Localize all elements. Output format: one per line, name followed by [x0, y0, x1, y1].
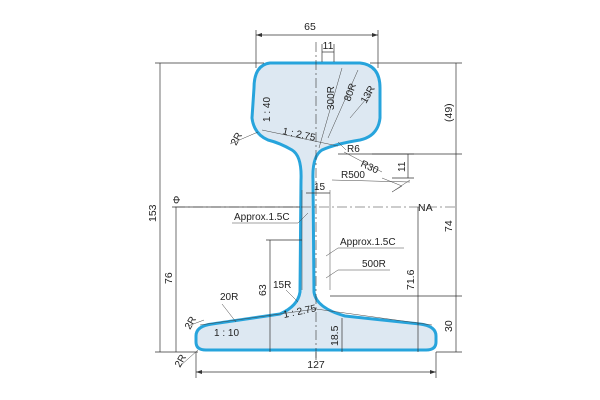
base-height-label: 30 — [443, 320, 455, 332]
base-corner-upper-leader — [187, 319, 205, 327]
r500-break-mark — [381, 177, 411, 193]
radius-300r-label: 300R — [326, 86, 337, 110]
radius-13r-leader — [349, 91, 373, 119]
height-71-6-label: 71.6 — [405, 269, 417, 290]
base-fillet-20r-leader — [221, 303, 237, 323]
base-corner-lower-label: 2R — [173, 353, 189, 370]
base-fillet-20r-label: 20R — [220, 292, 238, 303]
approx-lower-label: Approx.1.5C — [340, 237, 396, 248]
radius-80r-leader — [327, 69, 359, 139]
head-height-label: (49) — [443, 103, 455, 122]
neutral-axis-symbol: Φ — [171, 196, 183, 204]
approx-lower-leader — [325, 247, 339, 257]
head-corner-leader — [229, 131, 259, 145]
fillet-r6-label: R6 — [347, 144, 360, 155]
approx-upper-label: Approx.1.5C — [234, 212, 290, 223]
base-slope-line-right — [315, 308, 433, 326]
web-height-label: 74 — [443, 220, 455, 232]
base-slope-label: 1 : 10 — [214, 328, 239, 339]
head-width-label: 65 — [304, 21, 316, 33]
total-height-label: 153 — [147, 204, 159, 222]
base-to-na-label: 76 — [163, 272, 175, 284]
arrow-head-width-left — [256, 33, 262, 37]
r6-leader — [337, 141, 347, 151]
head-corner-radius-label: 2R — [229, 131, 245, 148]
base-fillet-15r-leader — [285, 289, 299, 303]
head-gap-label: 11 — [397, 161, 408, 172]
arrow-base-width-left — [196, 370, 202, 374]
arrow-base-width-right — [430, 370, 436, 374]
height-63-label: 63 — [257, 284, 269, 296]
base-width-label: 127 — [307, 359, 325, 371]
r30-leader — [343, 151, 383, 173]
web-thickness-label: 11 — [323, 40, 334, 52]
radius-500r-label: 500R — [362, 259, 386, 270]
neutral-axis-label: NA — [418, 202, 433, 214]
base-slope-line-left — [199, 308, 317, 326]
head-slope-line — [261, 129, 339, 147]
base-corner-lower-leader — [179, 349, 199, 367]
head-side-slope-label: 1 : 40 — [262, 97, 273, 122]
web-offset-label: 15 — [314, 182, 326, 193]
radius-300r-leader — [318, 67, 343, 149]
arrow-head-width-right — [372, 33, 378, 37]
base-thickness-label: 18.5 — [329, 325, 341, 346]
base-corner-upper-label: 2R — [183, 315, 199, 332]
approx-upper-leader — [297, 212, 309, 224]
r500-leader — [331, 179, 411, 183]
web-radius-r500-label: R500 — [341, 170, 365, 181]
radius-500r-leader — [325, 269, 339, 279]
base-fillet-15r-label: 15R — [273, 280, 291, 291]
